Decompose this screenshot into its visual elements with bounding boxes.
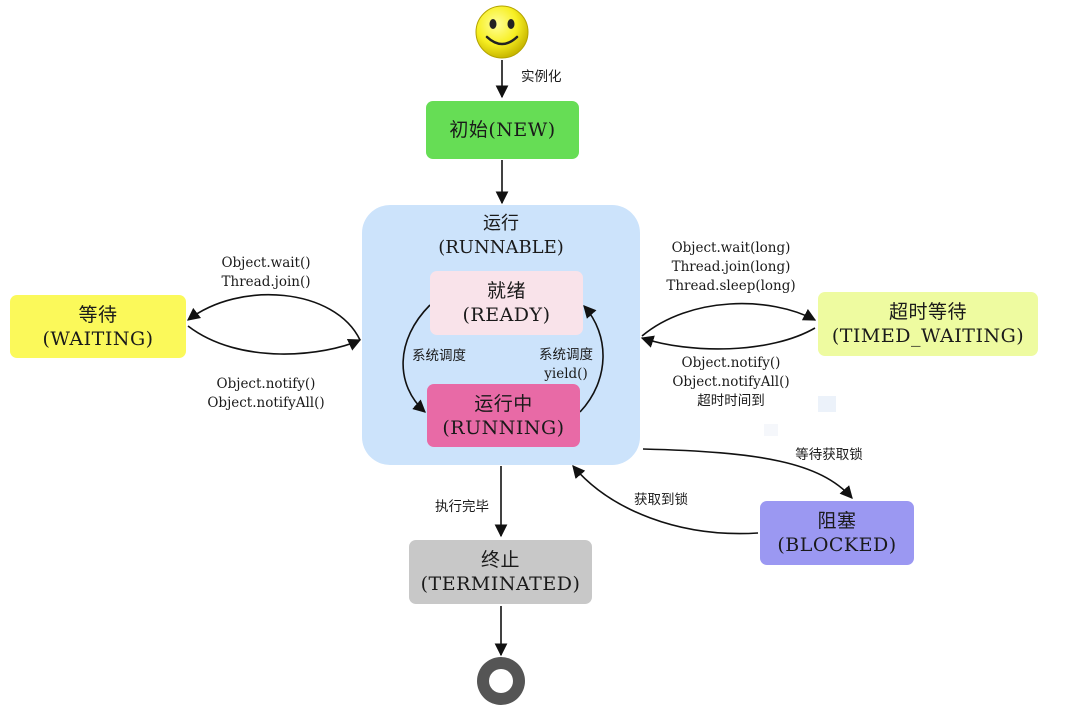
state-running-en: (RUNNING): [442, 416, 565, 439]
state-runnable-en: (RUNNABLE): [438, 237, 564, 258]
state-blocked-en: (BLOCKED): [777, 534, 897, 556]
end-ring-icon: [477, 657, 525, 705]
label-running-to-ready-line: yield(): [544, 366, 588, 382]
arrow-wait-lock: [642, 448, 853, 499]
state-terminated-en: (TERMINATED): [420, 573, 581, 595]
state-waiting-en: (WAITING): [42, 327, 154, 350]
label-to-waiting-line: Thread.join(): [221, 274, 311, 290]
state-terminated-cn: 终止: [480, 549, 520, 571]
state-waiting: 等待 (WAITING): [10, 295, 186, 358]
label-from-timed-waiting-line: Object.notify(): [681, 355, 781, 371]
arrow-get-lock: [572, 465, 759, 535]
label-to-timed-waiting-line: Thread.join(long): [671, 259, 791, 275]
label-ready-to-running: 系统调度: [412, 348, 466, 364]
state-new-en: (NEW): [488, 119, 556, 141]
label-wait-lock: 等待获取锁: [795, 447, 863, 463]
state-timed-waiting-cn: 超时等待: [888, 301, 967, 323]
label-from-waiting-line: Object.notifyAll(): [207, 395, 325, 411]
state-waiting-cn: 等待: [78, 303, 118, 326]
label-to-timed-waiting-line: Object.wait(long): [671, 240, 791, 256]
state-new: 初始(NEW): [426, 101, 579, 159]
state-ready-en: (READY): [462, 304, 551, 326]
arrow-to-waiting: [186, 293, 361, 341]
label-to-timed-waiting: Object.wait(long) Thread.join(long) Thre…: [666, 239, 795, 296]
arrow-ready-to-running: [402, 304, 431, 413]
state-running: 运行中 (RUNNING): [427, 384, 580, 447]
label-running-to-ready: 系统调度 yield(): [539, 346, 593, 384]
label-from-timed-waiting: Object.notify() Object.notifyAll() 超时时间到: [672, 354, 789, 411]
state-ready-cn: 就绪: [486, 280, 526, 302]
label-to-waiting-line: Object.wait(): [221, 255, 311, 271]
label-running-to-ready-line: 系统调度: [539, 347, 593, 363]
runnable-title: 运行 (RUNNABLE): [438, 212, 564, 260]
state-timed-waiting-en: (TIMED_WAITING): [831, 325, 1025, 347]
arrow-from-timed-waiting: [640, 327, 816, 350]
state-blocked: 阻塞 (BLOCKED): [760, 501, 914, 565]
state-timed-waiting: 超时等待 (TIMED_WAITING): [818, 292, 1038, 356]
label-from-waiting-line: Object.notify(): [216, 376, 316, 392]
state-terminated: 终止 (TERMINATED): [409, 540, 592, 604]
label-to-waiting: Object.wait() Thread.join(): [221, 254, 310, 292]
arrow-running-to-ready: [579, 305, 604, 413]
label-instantiate: 实例化: [521, 69, 562, 85]
state-runnable-cn: 运行: [483, 213, 519, 234]
state-blocked-cn: 阻塞: [817, 510, 857, 532]
label-finish: 执行完毕: [435, 499, 489, 515]
smiley-face-icon: [475, 5, 529, 59]
state-running-cn: 运行中: [474, 392, 533, 415]
label-from-timed-waiting-line: Object.notifyAll(): [672, 374, 790, 390]
label-from-waiting: Object.notify() Object.notifyAll(): [207, 375, 324, 413]
state-new-cn: 初始: [449, 119, 489, 141]
label-get-lock: 获取到锁: [634, 492, 688, 508]
arrow-to-timed-waiting: [641, 302, 817, 337]
label-to-timed-waiting-line: Thread.sleep(long): [666, 278, 796, 294]
label-from-timed-waiting-line: 超时时间到: [697, 393, 765, 409]
arrow-from-waiting: [187, 325, 362, 355]
state-ready: 就绪 (READY): [430, 271, 583, 335]
